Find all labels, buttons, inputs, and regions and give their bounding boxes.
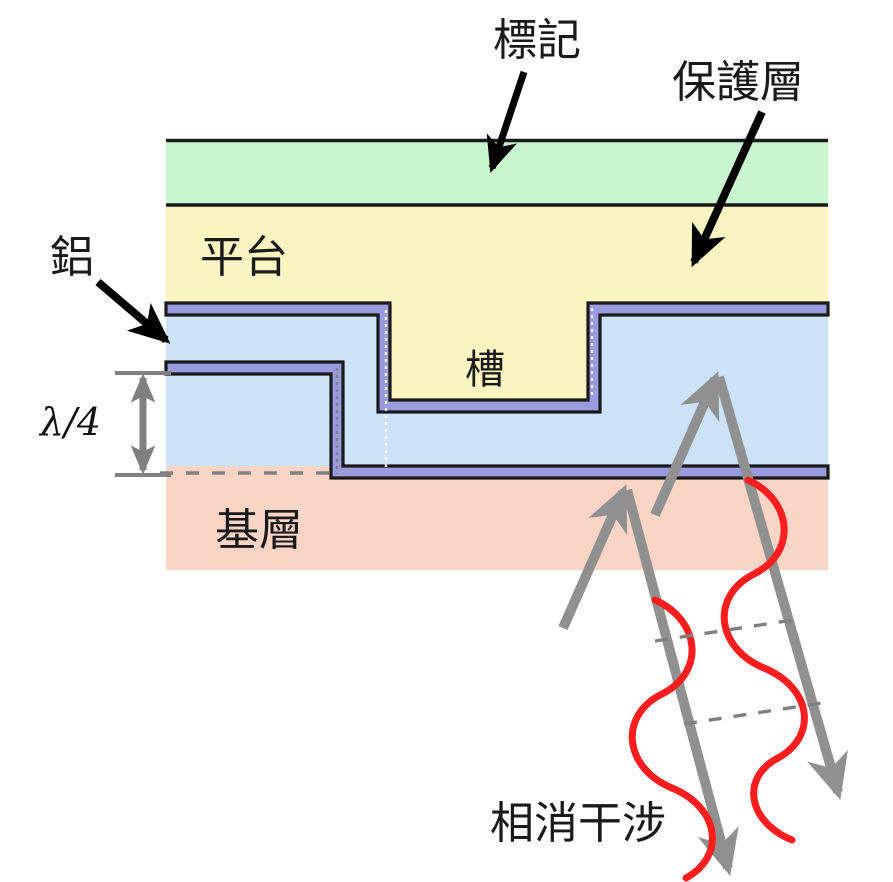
groove-ray-wave [628, 596, 716, 882]
groove-ray-incoming [558, 484, 628, 631]
land-ray-incoming [650, 371, 720, 518]
groove-label: 槽 [465, 347, 505, 393]
red-wave-overlays [628, 476, 808, 882]
land-layer [166, 206, 828, 400]
aluminum-callout-arrow [95, 278, 171, 344]
land-label: 平台 [200, 232, 288, 283]
land-ray-wave [720, 476, 808, 844]
protective-layer-callout-arrow [690, 110, 766, 268]
aluminum-coating [164, 301, 830, 480]
callout-arrows [95, 70, 766, 344]
aluminum-label: 鋁 [50, 232, 94, 283]
quarter-wavelength-dimension: λ/4 [38, 371, 171, 477]
destructive-interference-label: 相消干涉 [490, 798, 666, 849]
land-reflected-ray [650, 371, 848, 800]
mark-callout-arrow [486, 70, 528, 173]
quarter-wavelength-label: λ/4 [38, 400, 101, 444]
protective-layer-label: 保護層 [672, 57, 804, 108]
aluminum-band-upper [164, 301, 830, 414]
text-labels: 標記 保護層 鋁 平台 槽 基層 相消干涉 [50, 15, 804, 849]
mark-label: 標記 [493, 15, 581, 66]
substrate-label: 基層 [215, 505, 303, 556]
land-ray-outgoing [714, 375, 848, 800]
aluminum-band-lower [164, 360, 830, 480]
